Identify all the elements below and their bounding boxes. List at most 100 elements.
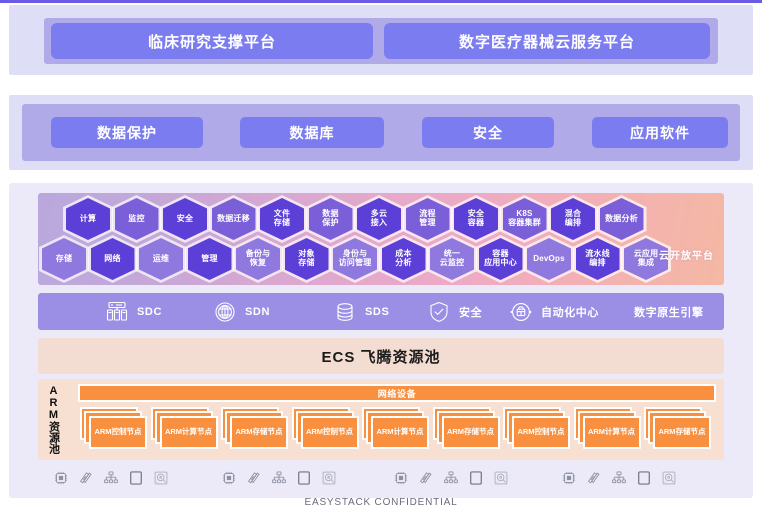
- arm-node-card[interactable]: ARM计算节点: [582, 416, 641, 449]
- hexagon-label: 数据分析: [605, 213, 638, 223]
- arm-node-group[interactable]: ARM控制节点: [80, 407, 148, 453]
- hexagon-tile[interactable]: 数据保护: [308, 198, 353, 240]
- arm-node-label: ARM计算节点: [376, 427, 424, 437]
- arm-node-card[interactable]: ARM存储节点: [230, 416, 288, 449]
- sdx-label-native-engine: 数字原生引擎: [634, 306, 704, 319]
- arm-node-group[interactable]: ARM计算节点: [573, 407, 642, 453]
- hexagon-tile[interactable]: 多云接入: [357, 198, 401, 240]
- software-layer: 数据保护 数据库 安全 应用软件: [9, 95, 753, 170]
- arm-node-group[interactable]: ARM存储节点: [221, 407, 289, 453]
- hexagon-label: 身份与访问管理: [338, 249, 372, 267]
- hexagon-label: DevOps: [533, 253, 565, 263]
- network-switch-icon: [271, 470, 287, 486]
- hexagon-label: 数据迁移: [217, 213, 250, 223]
- business-platform-layer: 临床研究支撑平台 数字医疗器械云服务平台: [9, 5, 753, 75]
- arm-node-card[interactable]: ARM控制节点: [300, 416, 359, 449]
- hexagon-label: 成本分析: [395, 249, 412, 267]
- hardware-icon-group: [393, 467, 509, 489]
- business-platform-box-0[interactable]: 临床研究支撑平台: [51, 23, 373, 59]
- arm-node-group[interactable]: ARM存储节点: [644, 407, 712, 453]
- shield-check-icon: [426, 299, 452, 325]
- hardware-icon-group: [561, 467, 677, 489]
- hexagon-label: 多云接入: [370, 209, 388, 227]
- memory-module-icon: [246, 470, 262, 486]
- arm-node-label: ARM计算节点: [587, 427, 636, 437]
- hexagon-label: 对象存储: [298, 249, 315, 267]
- hexagon-tile[interactable]: 安全容器: [454, 198, 498, 240]
- hexagon-label: 备份与恢复: [245, 249, 271, 267]
- hexagon-label: 文件存储: [273, 209, 291, 227]
- software-box-0[interactable]: 数据保护: [51, 117, 203, 148]
- top-accent-bar: [0, 0, 762, 3]
- business-platform-inner: 临床研究支撑平台 数字医疗器械云服务平台: [44, 18, 718, 64]
- mainboard-icon: [468, 470, 484, 486]
- hexagon-label: 安全: [176, 213, 194, 223]
- server-rack-icon: [104, 299, 130, 325]
- network-device-bar: 网络设备: [78, 384, 716, 402]
- hexagon-tile[interactable]: 统一云监控: [430, 238, 474, 280]
- network-switch-icon: [103, 470, 119, 486]
- network-switch-icon: [443, 470, 459, 486]
- cpu-chip-icon: [393, 470, 409, 486]
- memory-module-icon: [418, 470, 434, 486]
- software-box-3[interactable]: 应用软件: [592, 117, 728, 148]
- software-box-1[interactable]: 数据库: [240, 117, 384, 148]
- arm-node-card[interactable]: ARM控制节点: [512, 416, 570, 449]
- hexagon-tile[interactable]: 成本分析: [381, 238, 426, 280]
- hexagon-label: 网络: [104, 253, 121, 263]
- hexagon-label: 混合编排: [564, 209, 582, 227]
- business-platform-box-1[interactable]: 数字医疗器械云服务平台: [384, 23, 710, 59]
- software-layer-inner: 数据保护 数据库 安全 应用软件: [22, 104, 740, 161]
- arm-node-card[interactable]: ARM计算节点: [371, 416, 429, 449]
- hexagon-label: 数据保护: [322, 209, 339, 227]
- arm-node-card[interactable]: ARM存储节点: [653, 416, 711, 449]
- sdx-item-sds[interactable]: SDS: [332, 293, 389, 330]
- hexagon-label: 容器应用中心: [484, 249, 517, 267]
- sdx-item-sdn[interactable]: SDN: [212, 293, 270, 330]
- arm-node-group[interactable]: ARM存储节点: [432, 407, 501, 453]
- hexagon-label: 统一云监控: [439, 249, 465, 267]
- arm-node-group[interactable]: ARM控制节点: [291, 407, 360, 453]
- hard-disk-icon: [153, 470, 169, 486]
- arm-node-label: ARM存储节点: [446, 427, 495, 437]
- ecs-resource-pool-bar: ECS 飞腾资源池: [38, 338, 724, 374]
- arm-node-card[interactable]: ARM计算节点: [159, 416, 218, 449]
- hexagon-tile[interactable]: 身份与访问管理: [333, 238, 377, 280]
- hexagon-tile[interactable]: 流程管理: [405, 198, 450, 240]
- hexagon-tile[interactable]: 网络: [90, 238, 135, 280]
- arm-node-group[interactable]: ARM控制节点: [503, 407, 571, 453]
- hardware-icon-group: [53, 467, 169, 489]
- sdx-label-automation: 自动化中心: [541, 306, 599, 319]
- hard-disk-icon: [661, 470, 677, 486]
- hexagon-tile[interactable]: 文件存储: [260, 198, 304, 240]
- mainboard-icon: [296, 470, 312, 486]
- hexagon-label: 云应用集成: [633, 249, 659, 267]
- memory-module-icon: [78, 470, 94, 486]
- network-switch-icon: [611, 470, 627, 486]
- software-box-2[interactable]: 安全: [422, 117, 554, 148]
- hexagon-label: 监控: [128, 213, 145, 223]
- sdx-item-security[interactable]: 安全: [426, 293, 482, 330]
- arm-node-card[interactable]: ARM存储节点: [441, 416, 500, 449]
- hexagon-label: 安全容器: [467, 209, 485, 227]
- sdx-item-sdc[interactable]: SDC: [104, 293, 162, 330]
- arm-node-label: ARM控制节点: [517, 427, 565, 437]
- hardware-icon-group: [221, 467, 337, 489]
- hexagon-tile[interactable]: 对象存储: [284, 238, 329, 280]
- arm-node-card[interactable]: ARM控制节点: [89, 416, 147, 449]
- arm-node-label: ARM计算节点: [164, 427, 213, 437]
- hard-disk-icon: [321, 470, 337, 486]
- hexagon-tile[interactable]: 计算: [66, 198, 110, 240]
- hexagon-label: 管理: [201, 253, 218, 263]
- cpu-chip-icon: [221, 470, 237, 486]
- sdx-item-native-engine[interactable]: 数字原生引擎: [634, 293, 704, 330]
- arm-node-group[interactable]: ARM计算节点: [362, 407, 430, 453]
- arm-node-label: ARM存储节点: [658, 427, 706, 437]
- sdx-label-sdn: SDN: [245, 305, 271, 318]
- mainboard-icon: [128, 470, 144, 486]
- sdx-item-automation[interactable]: 自动化中心: [508, 293, 599, 330]
- arm-node-group[interactable]: ARM计算节点: [150, 407, 219, 453]
- hexagon-label: 流程管理: [419, 209, 436, 227]
